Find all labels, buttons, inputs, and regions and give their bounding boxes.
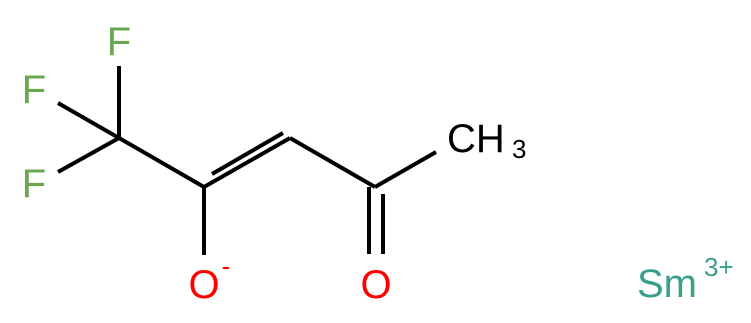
bond-c-f-left: [57, 101, 120, 140]
bonds: [57, 66, 437, 255]
bond-c4-methyl: [374, 150, 437, 189]
atom-samarium: Sm: [637, 262, 697, 306]
bond-c-f-bottom: [57, 136, 120, 174]
atom-fluorine-top: F: [107, 20, 131, 64]
atom-oxygen-carbonyl: O: [360, 263, 391, 307]
atom-fluorine-left: F: [22, 68, 46, 112]
atoms: F F F O - O CH 3 Sm 3+: [22, 20, 734, 307]
atom-methyl: CH: [447, 117, 505, 161]
atom-fluorine-bottom: F: [22, 162, 46, 206]
bond-c2-c3: [203, 136, 291, 189]
bond-c2-c3-second: [210, 131, 285, 176]
bond-c3-c4: [289, 136, 376, 189]
atom-oxygen-anion: O: [188, 263, 219, 307]
atom-samarium-charge: 3+: [704, 252, 734, 282]
bond-c1-c2: [118, 136, 205, 189]
atom-methyl-subscript: 3: [512, 134, 526, 164]
atom-oxygen-anion-charge: -: [222, 251, 231, 281]
